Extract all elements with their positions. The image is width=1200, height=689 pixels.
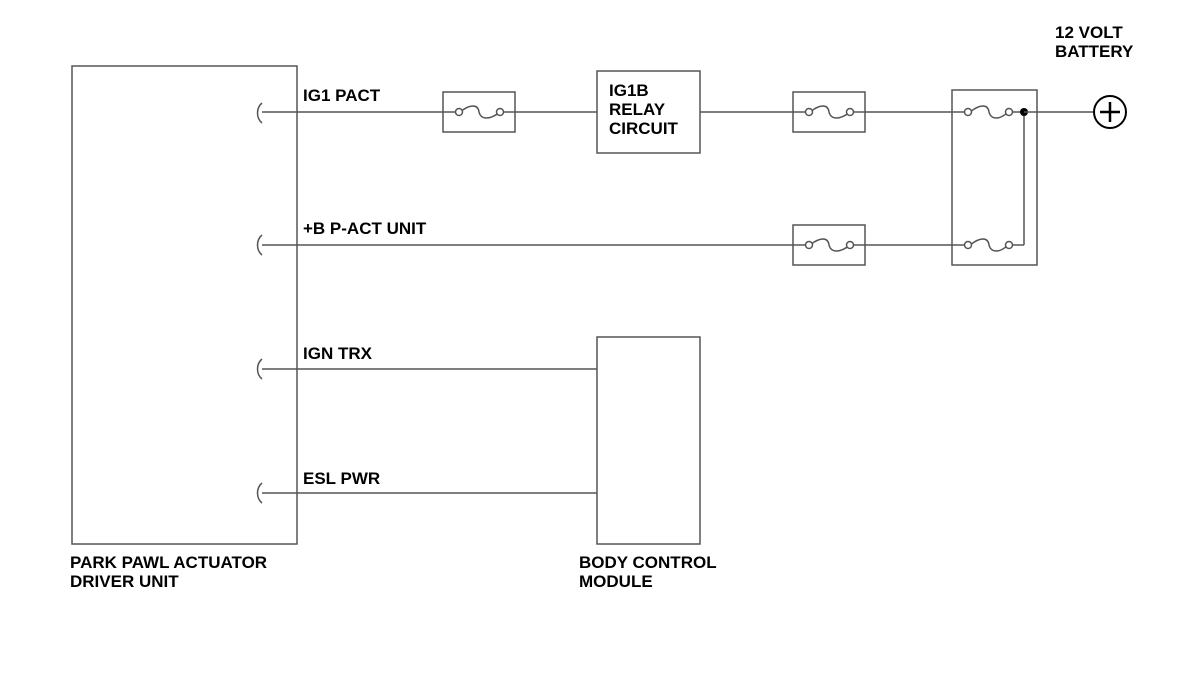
body-control-module: BODY CONTROL MODULE <box>579 336 717 591</box>
fuse-3 <box>792 224 866 266</box>
driver-unit-connectors <box>256 102 263 504</box>
bcm-label-line1: BODY CONTROL <box>579 553 717 572</box>
circuit-label-ign-trx: IGN TRX <box>303 344 373 363</box>
fuse-block <box>951 89 1038 266</box>
circuit-b-pact-unit: +B P-ACT UNIT <box>262 219 952 266</box>
driver-unit-box <box>71 65 298 545</box>
fuse-block-box <box>951 89 1038 266</box>
relay-label-line3: CIRCUIT <box>609 119 679 138</box>
connector-pin-ign-trx <box>256 358 263 380</box>
connector-pin-ig1-pact <box>256 102 263 124</box>
body-control-module-box <box>596 336 701 545</box>
battery-label-line1: 12 VOLT <box>1055 23 1123 42</box>
connector-pin-esl-pwr <box>256 482 263 504</box>
circuit-label-esl-pwr: ESL PWR <box>303 469 380 488</box>
fuse-1 <box>442 91 516 133</box>
circuit-ig1-pact: IG1 PACT IG1B RELAY CIRCUIT <box>262 70 952 154</box>
battery: 12 VOLT BATTERY <box>1024 23 1134 129</box>
bcm-label-line2: MODULE <box>579 572 653 591</box>
relay-label-line1: IG1B <box>609 81 649 100</box>
battery-label-line2: BATTERY <box>1055 42 1134 61</box>
circuit-ign-trx: IGN TRX <box>262 344 597 370</box>
relay-label-line2: RELAY <box>609 100 666 119</box>
plus-icon <box>1093 95 1127 129</box>
driver-unit-label-line2: DRIVER UNIT <box>70 572 179 591</box>
fuse-2 <box>792 91 866 133</box>
circuit-label-ig1-pact: IG1 PACT <box>303 86 381 105</box>
circuit-esl-pwr: ESL PWR <box>262 469 597 494</box>
driver-unit: PARK PAWL ACTUATOR DRIVER UNIT <box>70 65 298 591</box>
circuit-label-b-pact-unit: +B P-ACT UNIT <box>303 219 427 238</box>
driver-unit-label-line1: PARK PAWL ACTUATOR <box>70 553 267 572</box>
connector-pin-b-pact-unit <box>256 234 263 256</box>
ig1b-relay-circuit: IG1B RELAY CIRCUIT <box>596 70 701 154</box>
